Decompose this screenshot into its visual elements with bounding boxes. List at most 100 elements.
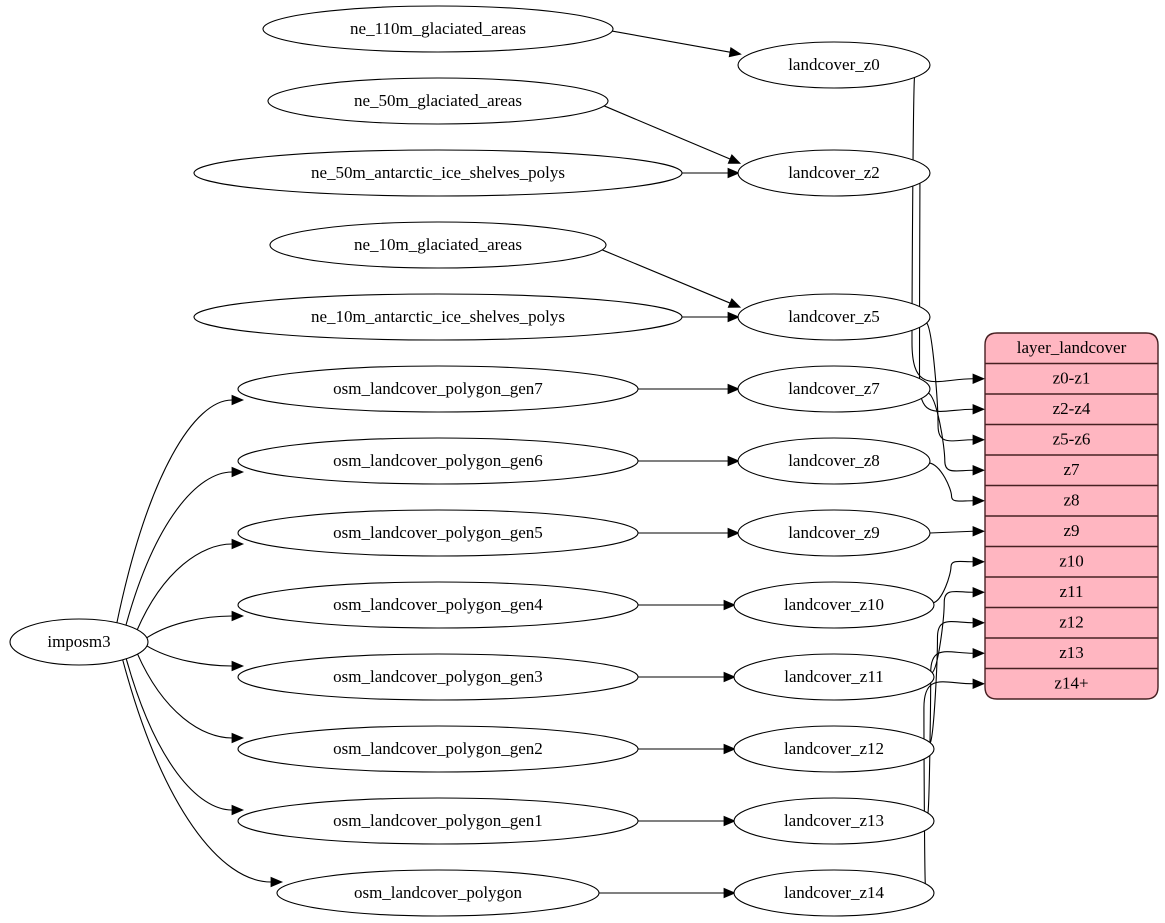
- node-ne_10m_antarctic_ice_shelves_polys[interactable]: ne_10m_antarctic_ice_shelves_polys: [193, 293, 683, 341]
- node-osm_landcover_polygon_gen5[interactable]: osm_landcover_polygon_gen5: [237, 509, 639, 557]
- node-landcover_z13[interactable]: landcover_z13: [733, 797, 935, 845]
- node-landcover_z7[interactable]: landcover_z7: [737, 365, 931, 413]
- arrowhead-landcover_z12-to-table: [972, 617, 986, 628]
- node-landcover_z9[interactable]: landcover_z9: [737, 509, 931, 557]
- node-osm_landcover_polygon_gen7[interactable]: osm_landcover_polygon_gen7: [237, 365, 639, 413]
- table-row-label-z2-z4[interactable]: z2-z4: [1053, 399, 1091, 418]
- node-label-landcover_z13: landcover_z13: [784, 811, 884, 830]
- arrowhead-osm_landcover_polygon_gen3-to-landcover_z11: [723, 671, 737, 683]
- edge-landcover_z9-to-table: [929, 530, 974, 534]
- node-ellipse-landcover_z13: [733, 797, 935, 845]
- node-label-osm_landcover_polygon: osm_landcover_polygon: [354, 883, 523, 902]
- node-landcover_z12[interactable]: landcover_z12: [733, 725, 935, 773]
- node-label-osm_landcover_polygon_gen4: osm_landcover_polygon_gen4: [333, 595, 543, 614]
- arrowhead-imposm3-to-osm_landcover_polygon: [270, 876, 284, 888]
- node-label-landcover_z9: landcover_z9: [788, 523, 880, 542]
- arrowhead-imposm3-to-osm_landcover_polygon_gen6: [231, 466, 245, 478]
- node-imposm3[interactable]: imposm3: [9, 618, 149, 666]
- arrowhead-landcover_z5-to-table: [972, 434, 986, 445]
- edges-group: [116, 30, 986, 899]
- arrowhead-ne_10m_glaciated_areas-to-landcover_z5: [727, 298, 742, 308]
- node-label-landcover_z8: landcover_z8: [788, 451, 880, 470]
- node-landcover_z11[interactable]: landcover_z11: [733, 653, 935, 701]
- node-label-ne_50m_glaciated_areas: ne_50m_glaciated_areas: [354, 91, 522, 110]
- edge-ne_50m_glaciated_areas-to-landcover_z2: [602, 104, 731, 160]
- arrowhead-osm_landcover_polygon-to-landcover_z14: [723, 887, 737, 899]
- node-label-osm_landcover_polygon_gen7: osm_landcover_polygon_gen7: [333, 379, 543, 398]
- node-ne_10m_glaciated_areas[interactable]: ne_10m_glaciated_areas: [269, 221, 607, 269]
- table-row-label-z11[interactable]: z11: [1060, 582, 1084, 601]
- node-label-landcover_z7: landcover_z7: [788, 379, 880, 398]
- node-ellipse-landcover_z5: [737, 293, 931, 341]
- edge-landcover_z5-to-table: [925, 322, 974, 442]
- node-label-osm_landcover_polygon_gen6: osm_landcover_polygon_gen6: [333, 451, 543, 470]
- node-label-ne_10m_glaciated_areas: ne_10m_glaciated_areas: [354, 235, 522, 254]
- node-osm_landcover_polygon_gen6[interactable]: osm_landcover_polygon_gen6: [237, 437, 639, 485]
- table-row-label-z13[interactable]: z13: [1059, 643, 1084, 662]
- node-ellipse-landcover_z9: [737, 509, 931, 557]
- table-row-label-z9[interactable]: z9: [1063, 521, 1079, 540]
- node-landcover_z5[interactable]: landcover_z5: [737, 293, 931, 341]
- arrowhead-landcover_z13-to-table: [972, 648, 986, 659]
- arrowhead-imposm3-to-osm_landcover_polygon_gen5: [231, 538, 245, 550]
- node-label-landcover_z5: landcover_z5: [788, 307, 880, 326]
- arrowhead-landcover_z11-to-table: [972, 587, 986, 598]
- arrowhead-landcover_z9-to-table: [972, 526, 986, 537]
- node-osm_landcover_polygon_gen2[interactable]: osm_landcover_polygon_gen2: [237, 725, 639, 773]
- node-ellipse-osm_landcover_polygon_gen7: [237, 365, 639, 413]
- node-ellipse-landcover_z12: [733, 725, 935, 773]
- table-row-label-z12[interactable]: z12: [1059, 613, 1084, 632]
- arrowhead-landcover_z2-to-table: [972, 404, 986, 415]
- node-ne_50m_antarctic_ice_shelves_polys[interactable]: ne_50m_antarctic_ice_shelves_polys: [193, 149, 683, 197]
- node-osm_landcover_polygon[interactable]: osm_landcover_polygon: [276, 869, 600, 917]
- node-label-landcover_z0: landcover_z0: [788, 55, 880, 74]
- arrowhead-imposm3-to-osm_landcover_polygon_gen1: [231, 804, 245, 816]
- table-row-label-z7[interactable]: z7: [1063, 460, 1080, 479]
- table-row-label-z10[interactable]: z10: [1059, 552, 1084, 571]
- node-ellipse-landcover_z7: [737, 365, 931, 413]
- edge-imposm3-to-osm_landcover_polygon_gen6: [125, 471, 233, 626]
- node-ellipse-osm_landcover_polygon_gen5: [237, 509, 639, 557]
- nodes-group: imposm3 ne_110m_glaciated_areas ne_50m_gla…: [9, 5, 935, 917]
- node-landcover_z8[interactable]: landcover_z8: [737, 437, 931, 485]
- table-row-label-z14+[interactable]: z14+: [1054, 674, 1088, 693]
- arrowhead-ne_50m_glaciated_areas-to-landcover_z2: [727, 154, 742, 164]
- arrowhead-landcover_z14-to-table: [972, 678, 986, 689]
- edge-landcover_z2-to-table: [918, 182, 974, 412]
- table-row-label-z8[interactable]: z8: [1063, 491, 1079, 510]
- node-ellipse-ne_50m_glaciated_areas: [267, 77, 609, 125]
- node-label-landcover_z2: landcover_z2: [788, 163, 880, 182]
- node-landcover_z10[interactable]: landcover_z10: [733, 581, 935, 629]
- node-ne_110m_glaciated_areas[interactable]: ne_110m_glaciated_areas: [262, 5, 614, 53]
- node-ellipse-landcover_z11: [733, 653, 935, 701]
- node-ellipse-osm_landcover_polygon_gen2: [237, 725, 639, 773]
- node-osm_landcover_polygon_gen1[interactable]: osm_landcover_polygon_gen1: [237, 797, 639, 845]
- table-header-label: layer_landcover: [1017, 338, 1127, 357]
- table-row-label-z5-z6[interactable]: z5-z6: [1053, 430, 1091, 449]
- node-landcover_z14[interactable]: landcover_z14: [733, 869, 935, 917]
- node-label-ne_10m_antarctic_ice_shelves_polys: ne_10m_antarctic_ice_shelves_polys: [311, 307, 565, 326]
- node-osm_landcover_polygon_gen3[interactable]: osm_landcover_polygon_gen3: [237, 653, 639, 701]
- node-label-osm_landcover_polygon_gen2: osm_landcover_polygon_gen2: [333, 739, 543, 758]
- node-landcover_z2[interactable]: landcover_z2: [737, 149, 931, 197]
- node-label-osm_landcover_polygon_gen5: osm_landcover_polygon_gen5: [333, 523, 543, 542]
- node-ellipse-landcover_z2: [737, 149, 931, 197]
- node-label-osm_landcover_polygon_gen3: osm_landcover_polygon_gen3: [333, 667, 543, 686]
- node-ellipse-landcover_z8: [737, 437, 931, 485]
- node-ellipse-osm_landcover_polygon_gen4: [237, 581, 639, 629]
- node-landcover_z0[interactable]: landcover_z0: [737, 41, 931, 89]
- edge-ne_110m_glaciated_areas-to-landcover_z0: [610, 30, 731, 53]
- node-ellipse-landcover_z14: [733, 869, 935, 917]
- arrowhead-imposm3-to-osm_landcover_polygon_gen7: [231, 394, 245, 406]
- node-ellipse-ne_50m_antarctic_ice_shelves_polys: [193, 149, 683, 197]
- layer-landcover-table[interactable]: layer_landcover z0-z1 z2-z4 z5-z6 z7 z8 z9 z10 z…: [984, 332, 1159, 700]
- arrowhead-landcover_z10-to-table: [972, 556, 986, 567]
- node-ne_50m_glaciated_areas[interactable]: ne_50m_glaciated_areas: [267, 77, 609, 125]
- node-osm_landcover_polygon_gen4[interactable]: osm_landcover_polygon_gen4: [237, 581, 639, 629]
- arrowhead-ne_110m_glaciated_areas-to-landcover_z0: [728, 47, 742, 58]
- table-row-label-z0-z1[interactable]: z0-z1: [1053, 369, 1091, 388]
- edge-ne_10m_glaciated_areas-to-landcover_z5: [600, 248, 731, 304]
- node-label-landcover_z11: landcover_z11: [784, 667, 883, 686]
- edge-imposm3-to-osm_landcover_polygon: [122, 659, 272, 883]
